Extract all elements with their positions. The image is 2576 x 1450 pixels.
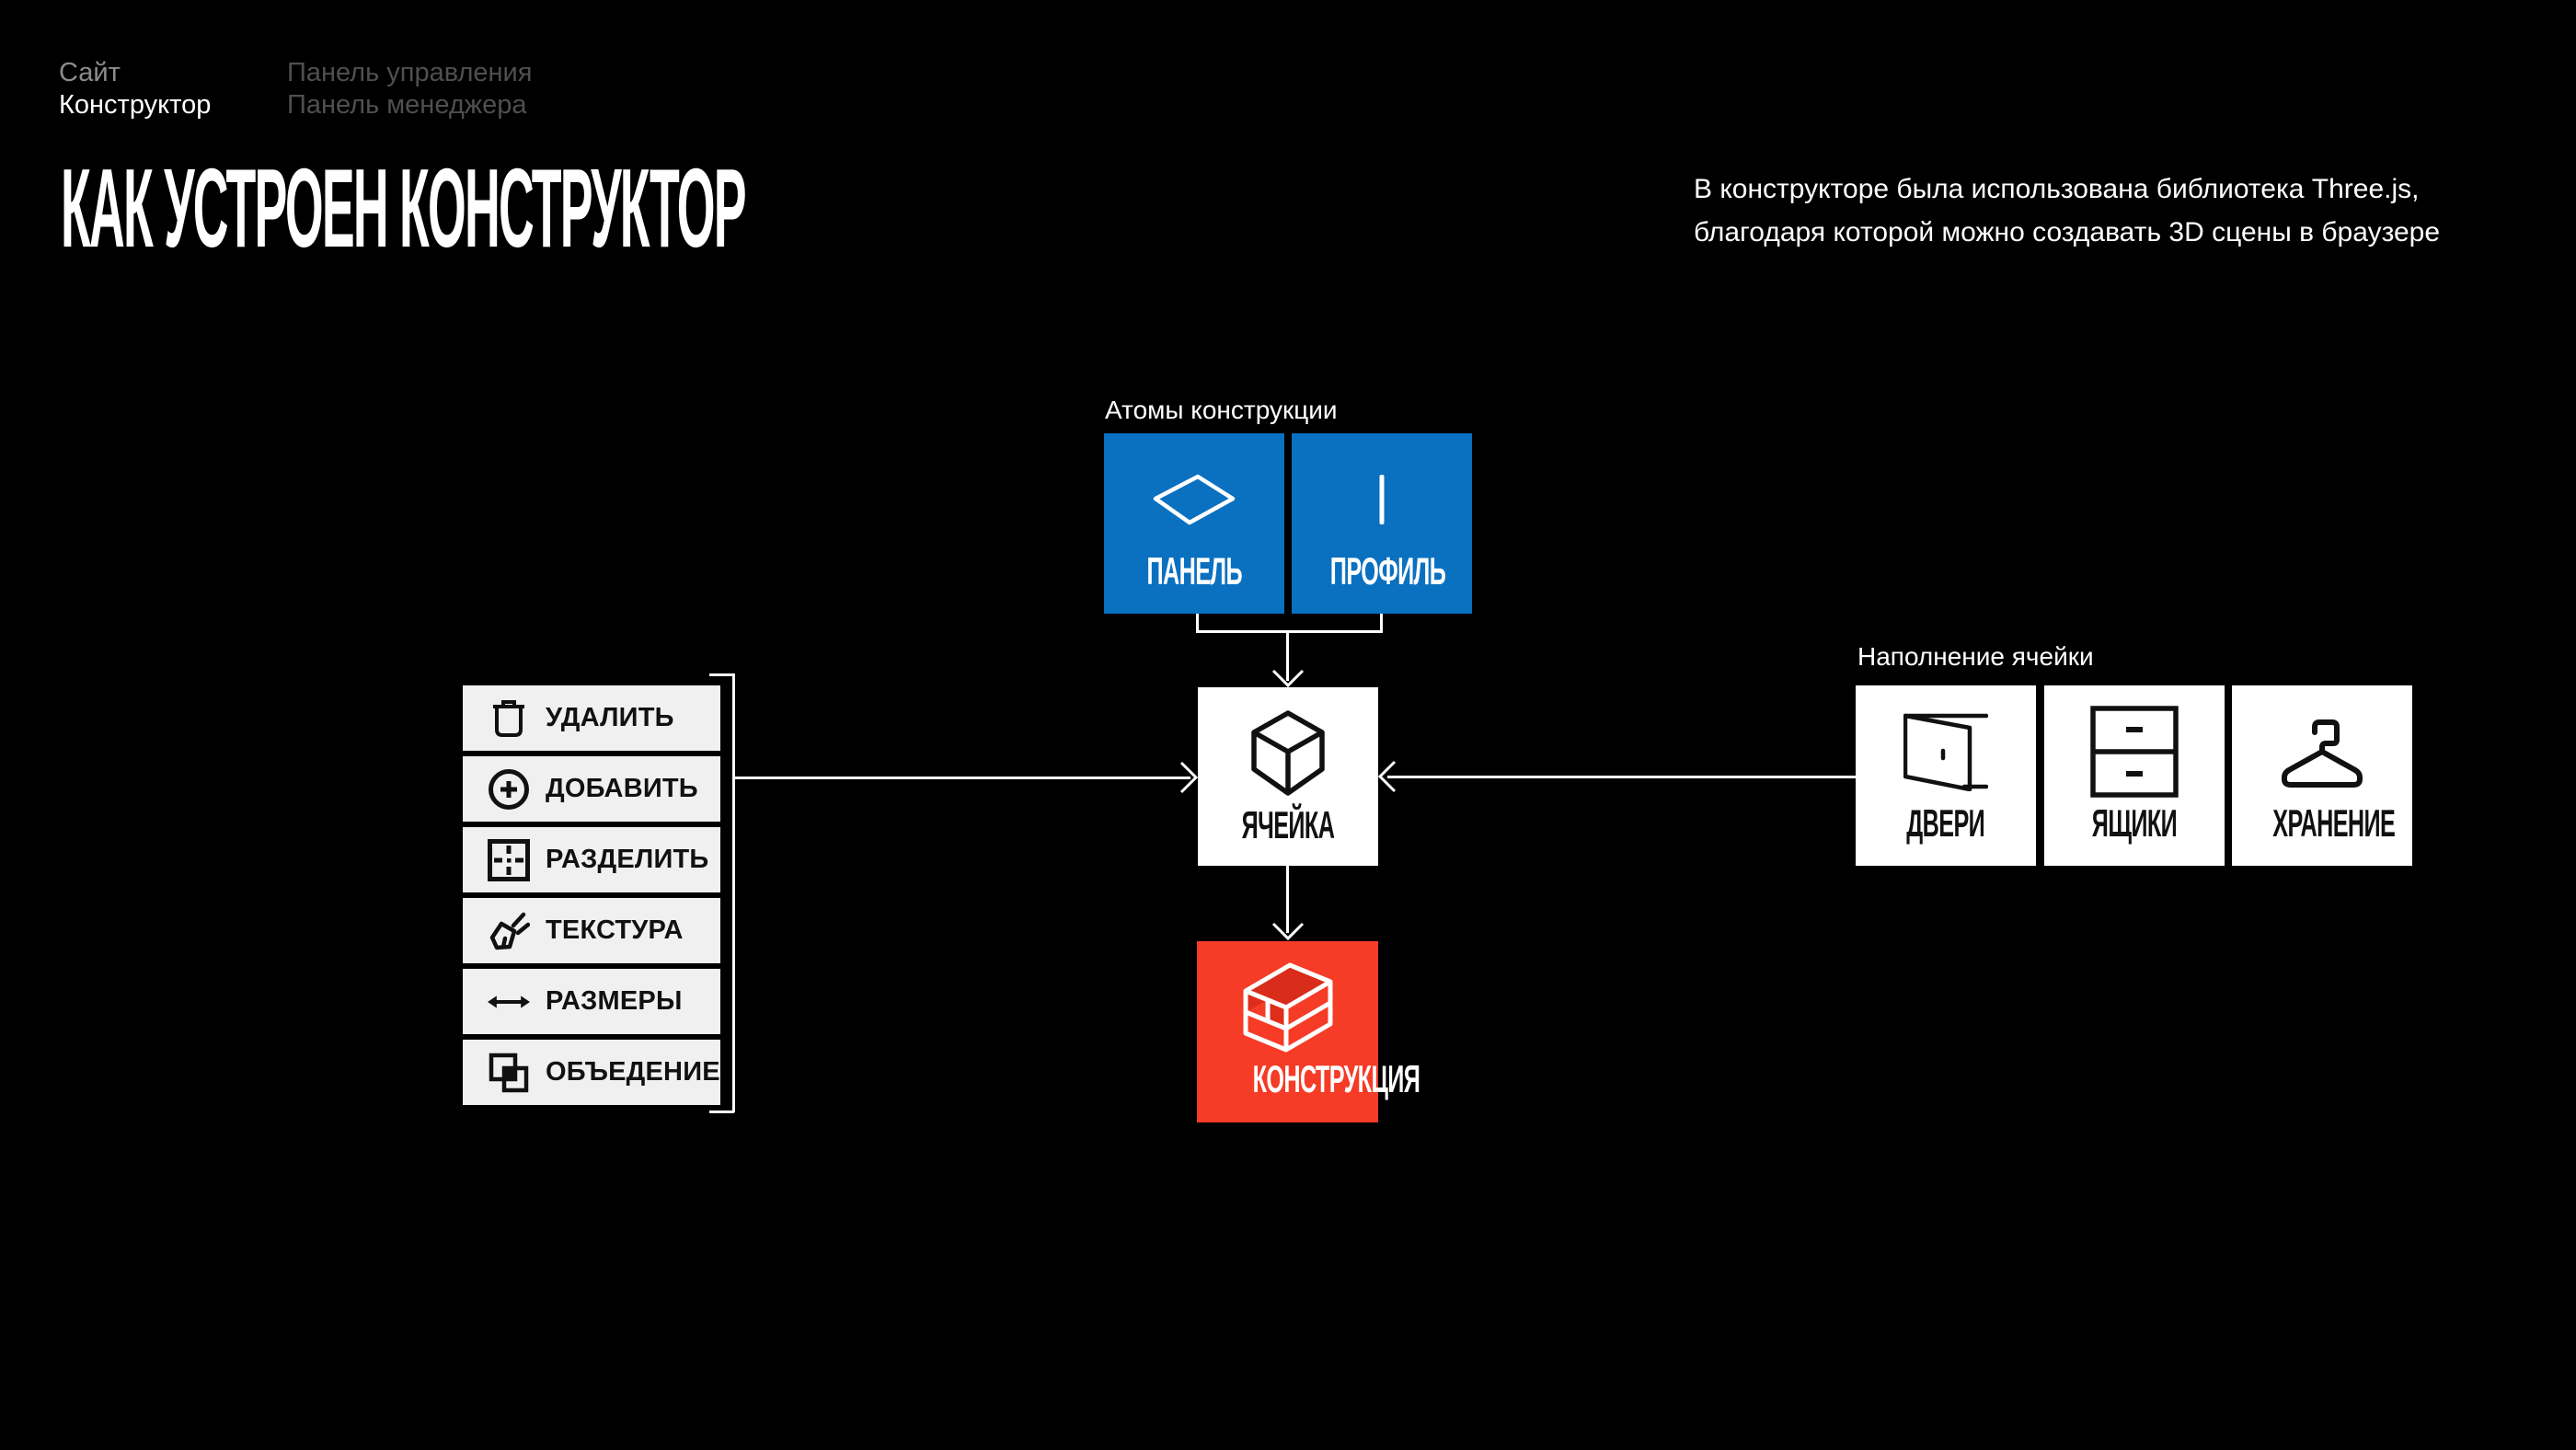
tile-label: ЯЧЕЙКА [1241, 803, 1335, 846]
page-title: КАК УСТРОЕН КОНСТРУКТОР [61, 145, 747, 270]
nav-item-constructor[interactable]: Конструктор [59, 90, 212, 120]
panel-icon [1153, 474, 1236, 525]
tile-label: ЯЩИКИ [2091, 801, 2178, 845]
drawers-icon [2090, 706, 2179, 798]
note-text: В конструкторе была использована библиот… [1694, 167, 2440, 254]
tools-menu: УДАЛИТЬ ДОБАВИТЬ [463, 685, 720, 1105]
tool-button-label: УДАЛИТЬ [546, 703, 674, 732]
atoms-group-label: Атомы конструкции [1105, 396, 1338, 424]
tile-label: ХРАНЕНИЕ [2272, 801, 2396, 845]
tile-doors: ДВЕРИ [1856, 685, 2036, 866]
nav-item-admin-panel[interactable]: Панель управления [287, 58, 533, 87]
tile-drawers: ЯЩИКИ [2044, 685, 2225, 866]
tool-button-label: ОБЪЕДЕНИЕ [546, 1057, 720, 1087]
note-line-2: благодаря которой можно создавать 3D сце… [1694, 217, 2441, 247]
trash-icon [488, 698, 530, 739]
tool-button-texture[interactable]: ТЕКСТУРА [463, 898, 720, 963]
tool-button-add[interactable]: ДОБАВИТЬ [463, 756, 720, 822]
cube-icon [1250, 710, 1326, 797]
tool-button-label: РАЗДЕЛИТЬ [546, 845, 709, 874]
tool-button-delete[interactable]: УДАЛИТЬ [463, 685, 720, 751]
add-circle-icon [488, 768, 530, 811]
tile-label: ДВЕРИ [1906, 801, 1985, 845]
resize-arrow-icon [488, 993, 530, 1011]
tool-button-split[interactable]: РАЗДЕЛИТЬ [463, 827, 720, 892]
tile-construction: КОНСТРУКЦИЯ [1197, 941, 1420, 1122]
split-icon [488, 838, 530, 881]
nav-item-site[interactable]: Сайт [59, 58, 121, 87]
tool-button-label: ДОБАВИТЬ [546, 774, 698, 803]
tile-label: КОНСТРУКЦИЯ [1252, 1057, 1420, 1100]
nav-item-manager-panel[interactable]: Панель менеджера [287, 90, 527, 120]
tool-button-resize[interactable]: РАЗМЕРЫ [463, 969, 720, 1034]
tool-button-label: РАЗМЕРЫ [546, 986, 683, 1016]
tool-button-label: ТЕКСТУРА [546, 915, 684, 945]
brush-icon [488, 910, 530, 952]
nav-column-left: Сайт Конструктор [59, 57, 211, 121]
tool-button-merge[interactable]: ОБЪЕДЕНИЕ [463, 1040, 720, 1105]
fill-group-label: Наполнение ячейки [1857, 642, 2094, 671]
tile-cell: ЯЧЕЙКА [1198, 687, 1378, 866]
tile-label: ПРОФИЛЬ [1329, 549, 1446, 593]
nav-column-right: Панель управления Панель менеджера [287, 57, 532, 121]
tile-profile: ПРОФИЛЬ [1292, 433, 1472, 614]
merge-squares-icon [488, 1053, 530, 1093]
door-icon [1903, 712, 1988, 791]
tile-storage: ХРАНЕНИЕ [2232, 685, 2412, 866]
bricks-icon [1242, 960, 1334, 1055]
hanger-icon [2281, 715, 2363, 788]
tile-panel: ПАНЕЛЬ [1104, 433, 1284, 614]
tile-label: ПАНЕЛЬ [1146, 549, 1242, 593]
note-line-1: В конструкторе была использована библиот… [1694, 174, 2420, 204]
profile-icon [1378, 474, 1386, 525]
